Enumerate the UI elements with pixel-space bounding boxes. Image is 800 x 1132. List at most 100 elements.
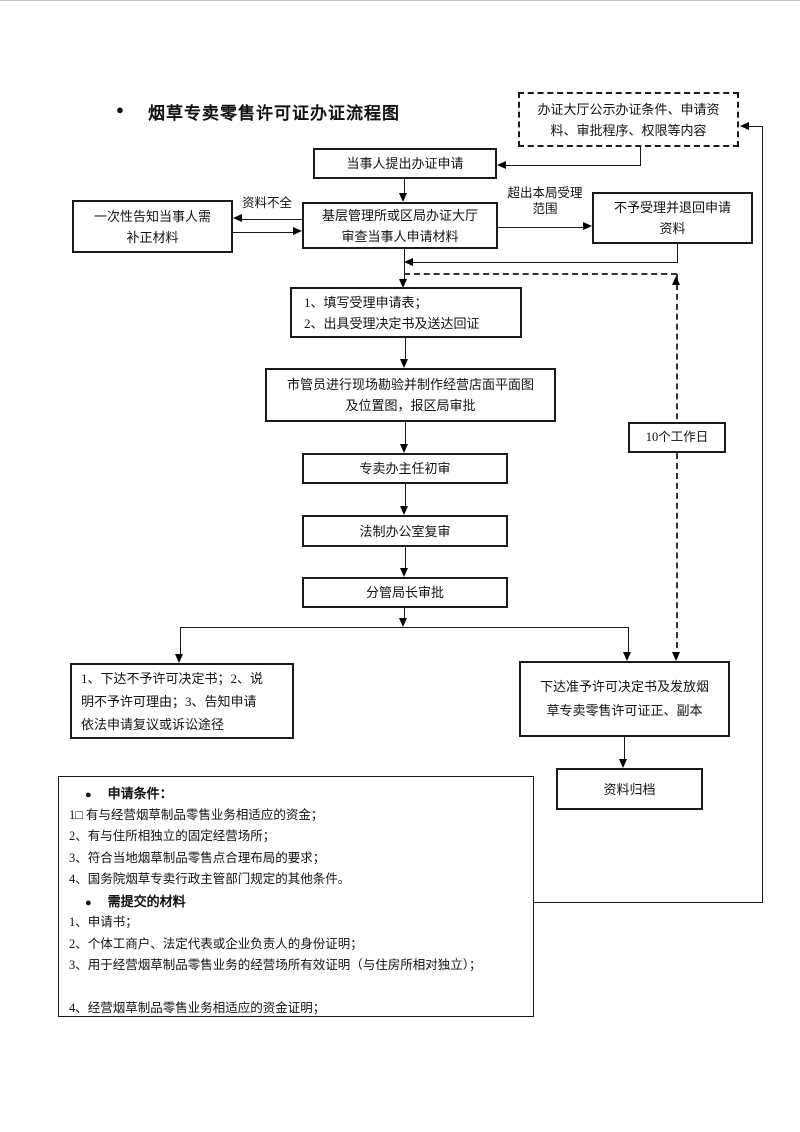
line-notice-to-apply <box>505 165 641 167</box>
supplement-line-1: 一次性告知当事人需 <box>93 208 211 224</box>
apply-label: 当事人提出办证申请 <box>346 156 464 171</box>
notice-line-1: 办证大厅公示办证条件、申请资 <box>537 101 720 117</box>
line-branch-left-down <box>180 627 182 655</box>
deny-line-3: 依法申请复议或诉讼途径 <box>81 716 225 732</box>
arrow-reject-return-icon <box>404 258 413 266</box>
arrow-into-director-icon <box>400 568 408 577</box>
reject-line-1: 不予受理并退回申请 <box>613 200 731 215</box>
out-of-scope-line-2: 范围 <box>532 202 558 216</box>
line-director-down <box>404 608 406 620</box>
arrow-into-apply-icon <box>497 161 506 169</box>
material-item: 4、经营烟草制品零售业务相适应的资金证明； <box>69 1001 326 1015</box>
line-review-to-reject <box>497 227 585 229</box>
line-branch-horizontal <box>180 627 629 629</box>
site-survey-box: 市管员进行现场勘验并制作经营店面平面图 及位置图，报区局审批 <box>265 368 556 422</box>
archive-box: 资料归档 <box>556 768 703 810</box>
line-initial-to-legal <box>405 484 407 508</box>
condition-item: 2、有与住所相独立的固定经营场所； <box>69 829 276 843</box>
reject-line-2: 资料 <box>659 221 686 236</box>
legal-review-label: 法制办公室复审 <box>359 523 451 539</box>
line-branch-right-down <box>628 627 630 653</box>
notice-line-2: 料、审批程序、权限等内容 <box>550 122 707 138</box>
conditions-heading-text: 申请条件： <box>107 786 173 801</box>
supplement-box: 一次性告知当事人需 补正材料 <box>72 200 233 253</box>
arrow-dashed-up-icon <box>672 276 680 285</box>
review-line-1: 基层管理所或区局办证大厅 <box>321 207 478 223</box>
conditions-heading: ● 申请条件： <box>69 783 523 805</box>
director-approval-box: 分管局长审批 <box>302 577 508 608</box>
accept-step-2: 2、出具受理决定书及送达回证 <box>304 315 480 331</box>
condition-item: 4、国务院烟草专卖行政主管部门规定的其他条件。 <box>69 872 351 886</box>
line-legal-to-director <box>405 547 407 570</box>
grant-box: 下达准予许可决定书及发放烟 草专卖零售许可证正、副本 <box>519 661 730 737</box>
supplement-line-2: 补正材料 <box>126 229 179 245</box>
deny-box: 1、下达不予许可决定书；2、说 明不予许可理由；3、告知申请 依法申请复议或诉讼… <box>70 663 294 739</box>
line-reject-return <box>412 262 678 264</box>
info-box: ● 申请条件： 1□ 有与经营烟草制品零售业务相适应的资金； 2、有与住所相独立的… <box>58 776 534 1017</box>
arrow-into-initial-icon <box>400 444 408 453</box>
material-item: 1、申请书； <box>69 915 138 929</box>
line-accept-to-survey <box>405 338 407 361</box>
arrow-into-legal-icon <box>400 506 408 515</box>
arrow-from-supplement-icon <box>293 227 302 235</box>
deny-line-2: 明不予许可理由；3、告知申请 <box>81 693 257 709</box>
grant-line-1: 下达准予许可决定书及发放烟 <box>539 679 709 694</box>
line-survey-to-initial <box>405 422 407 446</box>
legal-review-box: 法制办公室复审 <box>302 515 508 547</box>
line-reject-down <box>677 244 679 263</box>
title-bullet-icon: ● <box>116 102 124 117</box>
site-survey-line-2: 及位置图，报区局审批 <box>345 398 476 413</box>
out-of-scope-line-1: 超出本局受理 <box>507 186 583 200</box>
arrow-into-accept-icon <box>399 279 407 288</box>
out-of-scope-label: 超出本局受理 范围 <box>498 185 592 217</box>
reject-box: 不予受理并退回申请 资料 <box>592 192 753 244</box>
notice-board-box: 办证大厅公示办证条件、申请资 料、审批程序、权限等内容 <box>518 92 739 147</box>
dashed-span-horizontal <box>404 273 677 275</box>
arrow-director-branch-icon <box>399 618 407 627</box>
condition-item: 1□ 有与经营烟草制品零售业务相适应的资金； <box>69 807 324 822</box>
line-info-to-right <box>533 902 763 904</box>
deny-line-1: 1、下达不予许可决定书；2、说 <box>81 670 264 686</box>
arrow-to-reject-icon <box>583 222 592 230</box>
arrow-apply-to-review-icon <box>399 193 407 202</box>
arrow-to-supplement-icon <box>233 214 242 222</box>
conditions-bullet-icon: ● <box>85 789 92 801</box>
initial-review-box: 专卖办主任初审 <box>302 453 508 484</box>
archive-label: 资料归档 <box>603 781 656 797</box>
materials-heading-text: 需提交的材料 <box>107 893 186 909</box>
line-right-feedback-top <box>747 126 763 128</box>
review-box: 基层管理所或区局办证大厅 审查当事人申请材料 <box>302 202 498 249</box>
incomplete-label: 资料不全 <box>241 196 292 210</box>
accept-steps-box: 1、填写受理申请表； 2、出具受理决定书及送达回证 <box>290 287 522 338</box>
arrow-into-deny-icon <box>175 654 183 663</box>
arrow-dashed-down-icon <box>672 652 680 661</box>
page-title: 烟草专卖零售许可证办证流程图 <box>148 104 400 123</box>
review-line-2: 审查当事人申请材料 <box>341 228 459 244</box>
material-item: 2、个体工商户、法定代表或企业负责人的身份证明； <box>69 936 363 951</box>
arrow-into-notice-icon <box>740 122 749 130</box>
director-approval-label: 分管局长审批 <box>365 585 444 600</box>
site-survey-line-1: 市管员进行现场勘验并制作经营店面平面图 <box>286 377 534 392</box>
material-item-blank <box>69 977 523 999</box>
working-days-box: 10个工作日 <box>628 422 726 453</box>
line-notice-down <box>640 146 642 166</box>
line-apply-to-review <box>404 179 406 194</box>
arrow-into-survey-icon <box>400 359 408 368</box>
line-supplement-back <box>241 219 302 221</box>
condition-item: 3、符合当地烟草制品零售点合理布局的要求； <box>69 850 326 865</box>
line-grant-to-archive <box>624 737 626 760</box>
apply-box: 当事人提出办证申请 <box>313 148 497 179</box>
material-item: 3、用于经营烟草制品零售业务的经营场所有效证明（与住房所相对独立）； <box>69 958 482 972</box>
page-top-border <box>0 0 800 1</box>
materials-heading: ● 需提交的材料 <box>69 891 523 913</box>
dashed-span-vertical <box>676 274 678 658</box>
initial-review-label: 专卖办主任初审 <box>359 461 451 476</box>
arrow-into-archive-icon <box>619 759 627 768</box>
working-days-label: 10个工作日 <box>645 430 709 444</box>
accept-step-1: 1、填写受理申请表； <box>304 294 428 310</box>
grant-line-2: 草专卖零售许可证正、副本 <box>546 703 703 718</box>
line-supplement-forth <box>233 232 295 234</box>
materials-bullet-icon: ● <box>85 896 92 909</box>
arrow-into-grant-icon <box>623 652 631 661</box>
